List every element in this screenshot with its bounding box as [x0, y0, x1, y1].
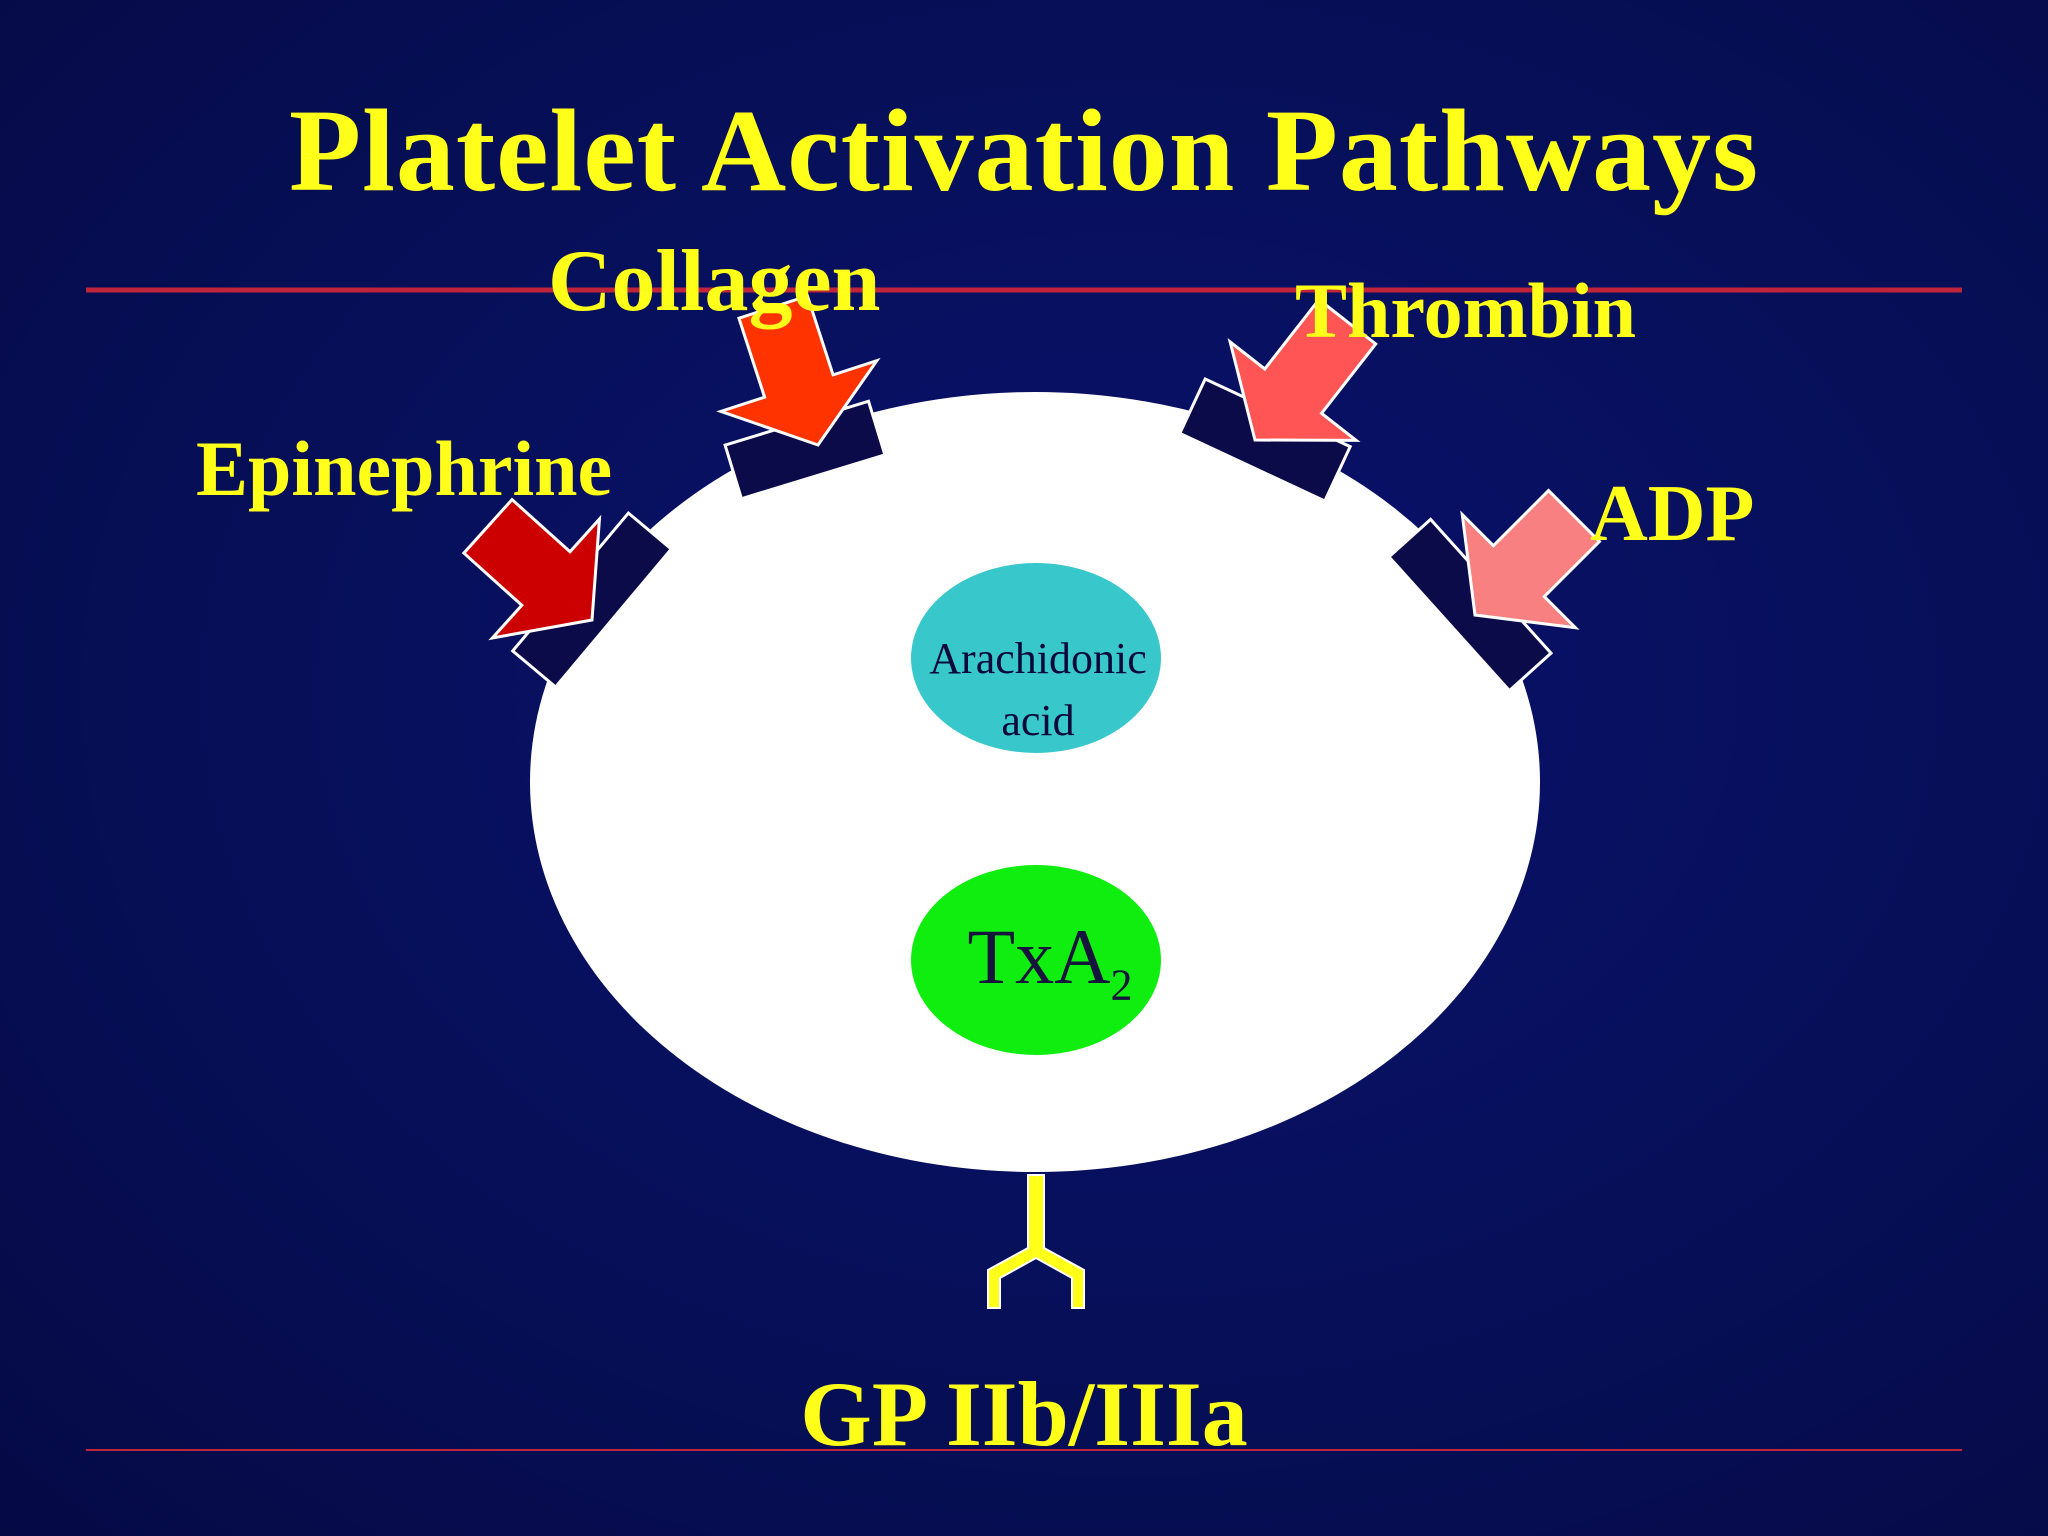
collagen-label: Collagen: [548, 233, 881, 330]
txa2-subscript: 2: [1110, 960, 1133, 1010]
arachidonic-line-1: Arachidonic: [929, 634, 1147, 683]
platelet-cell: [530, 392, 1540, 1172]
txa2-label: TxA2: [940, 918, 1160, 1008]
txa2-main: TxA: [967, 913, 1111, 1000]
arachidonic-line-2: acid: [1001, 696, 1075, 745]
slide-title: Platelet Activation Pathways: [289, 85, 1759, 216]
gp-receptor-icon: [987, 1174, 1085, 1309]
gp-iib-iiia-label: GP IIb/IIIa: [800, 1363, 1248, 1465]
thrombin-label: Thrombin: [1295, 267, 1637, 354]
adp-label: ADP: [1590, 470, 1755, 558]
epinephrine-arrow-icon: [461, 497, 602, 641]
adp-arrow-icon: [1460, 488, 1602, 630]
epinephrine-label: Epinephrine: [196, 425, 613, 512]
arachidonic-acid-ellipse: [911, 563, 1161, 753]
thrombin-arrow-icon: [1227, 297, 1378, 442]
collagen-arrow-icon: [716, 294, 881, 447]
txa2-ellipse: [911, 865, 1161, 1055]
arachidonic-acid-label: Arachidonic acid: [898, 628, 1178, 752]
